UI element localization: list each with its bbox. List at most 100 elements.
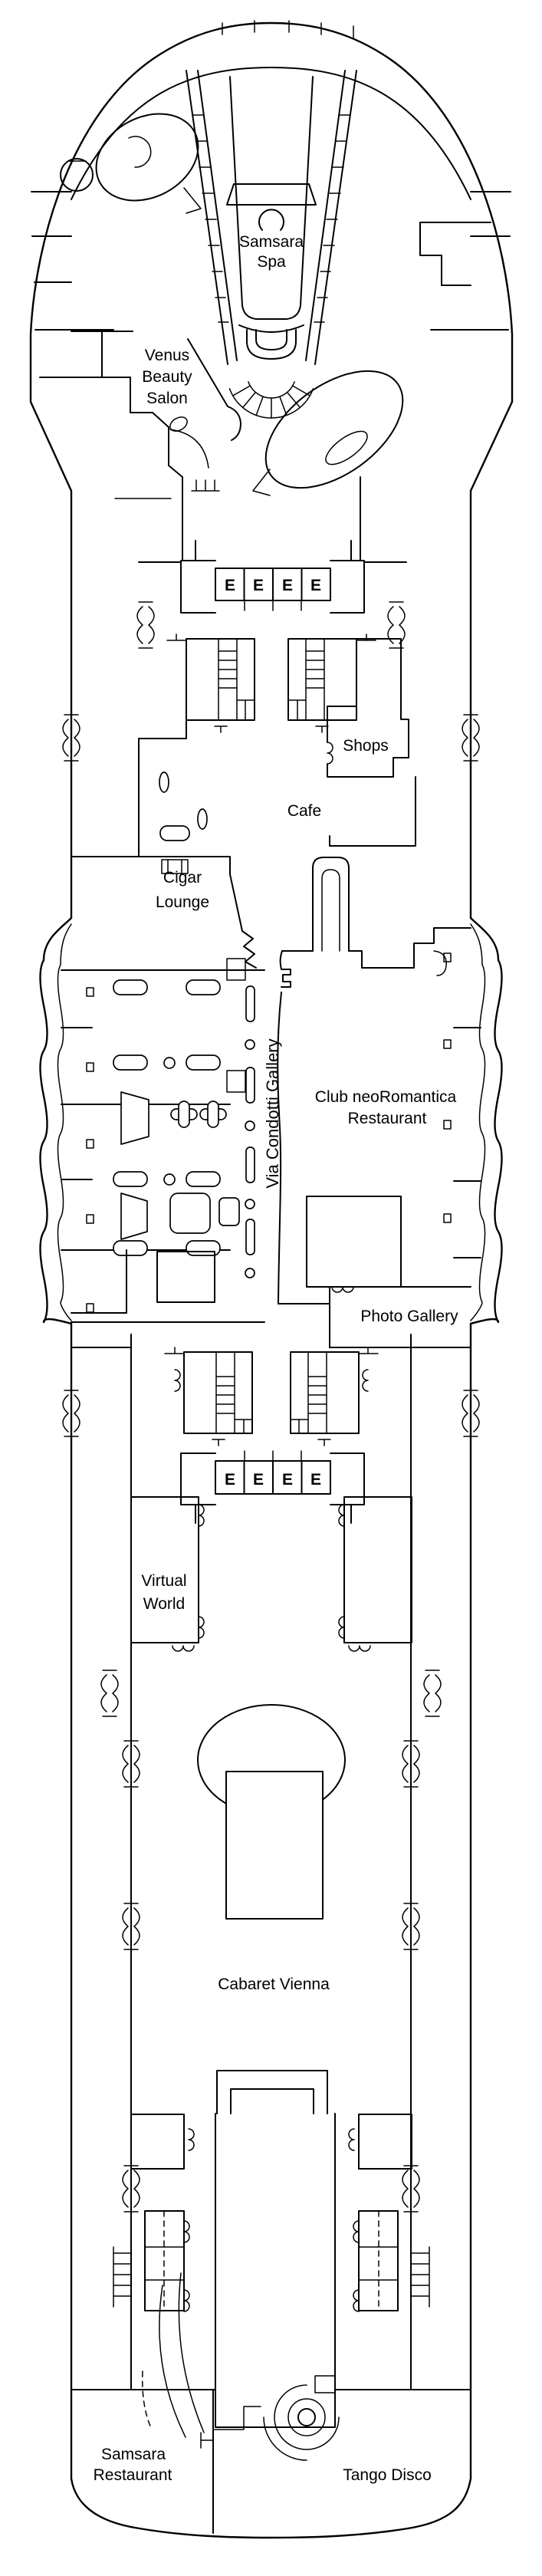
display-round [245,1120,255,1131]
stair-tower [290,1351,360,1434]
stair-ticks [315,633,376,733]
stair-internals [215,1351,253,1434]
stage-house [215,2113,336,2428]
elevator-letter: E [282,1471,293,1489]
elevator-dividers [243,568,303,601]
spiral-landing [314,2375,336,2393]
photo-walls [71,1249,471,1348]
mirror-room [343,1496,412,1643]
display-case [245,1147,255,1183]
spa-stair-band-left [186,70,238,365]
stair-internals [287,638,325,721]
spa-canopy [226,183,317,206]
door-jamb [86,1303,94,1313]
label-venus-line2: Beauty [142,368,192,386]
curtain-doors [62,601,480,2212]
hull-right-upper [469,333,514,920]
label-club-line1: Club neoRomantica [315,1088,457,1106]
section-dividers-left [61,969,265,1323]
display-case [245,985,255,1022]
elevator-letter: E [225,1471,235,1489]
spiral-stair-core [297,2408,316,2426]
table-square [169,1193,211,1234]
via-condotti-gallery-area [61,958,481,1323]
label-cabaret-vienna: Cabaret Vienna [218,1976,330,1993]
bench [113,979,148,995]
club-bottom-walls [278,1286,471,1348]
stern-walls [71,2389,471,2534]
elevator-letter: E [310,1471,321,1489]
label-cigar-line1: Cigar [163,869,202,887]
cafe-bar-outer [312,857,350,952]
cigar-right-wall [229,856,257,969]
label-club-line2: Restaurant [348,1110,427,1127]
label-cigar-line2: Lounge [156,893,209,911]
display-round [245,1268,255,1278]
elevator-bank-forward [138,540,407,614]
stair-towers-forward [166,633,376,733]
photo-gallery-area [71,1249,471,1348]
stern-area [71,2272,471,2534]
spa-horseshoe-stair [246,329,297,360]
cafe-bar-inner [321,869,340,952]
label-samsara-restaurant-line2: Restaurant [94,2466,172,2484]
queue-curve-dashed [142,2370,153,2430]
door-scallop [188,2128,195,2151]
settee [120,1091,149,1145]
door-jamb [86,987,94,997]
door-scallop [172,1645,195,1652]
door-scallop [331,1286,354,1293]
label-venus-line1: Venus [145,347,189,364]
service-ladder [113,2246,132,2308]
elevator-bank-mid [180,1450,365,1524]
table-small [218,1197,240,1226]
label-tango-disco: Tango Disco [343,2466,432,2484]
venus-beauty-salon-area [71,331,361,561]
label-venus-line3: Salon [146,390,188,407]
spa-stair-band-right [305,70,357,365]
stair-tower [186,638,255,721]
door-jamb [443,1213,452,1223]
spa-swirl-lounger-right [264,370,404,489]
stair-internals [218,638,255,721]
spa-swirl-inner-oval [325,430,368,466]
elevator-letter: E [253,1471,264,1489]
label-shops: Shops [343,737,389,755]
mid-room [156,1251,215,1303]
hull-left-upper [29,333,73,920]
backstage-room [130,2114,185,2170]
spiral-stair-arc [263,2416,307,2461]
club-top-walls [281,927,471,969]
elevator-letter: E [253,577,264,594]
backstage-room [358,2114,412,2170]
service-ladder [411,2246,430,2308]
elevator-flank-left [138,540,216,614]
bench [186,1054,221,1071]
elevator-door-ticks [244,600,302,611]
queue-curve [159,2285,186,2438]
spa-swirl-curl-left [128,136,152,168]
spa-tub [60,158,94,192]
door-scallop [183,2220,190,2243]
labels: Samsara Spa Venus Beauty Salon E E E E S… [94,233,458,2484]
door-scallop [338,1504,345,1527]
door-jamb [86,1214,94,1224]
door-scallop [198,1616,205,1639]
lounge-table [159,825,190,841]
lounge-seat [159,771,169,793]
stair-internals [290,1351,327,1434]
entry-steps [200,2406,261,2449]
bow-deck-stripes [31,67,511,378]
label-samsara-spa-line2: Spa [257,253,286,271]
curtain-door [100,1670,119,1717]
table-round [163,1173,176,1186]
spiral-stair-arc [274,2384,340,2450]
bench [113,1054,148,1071]
spa-chamber [229,76,314,320]
table-plus [207,1100,219,1128]
spa-swirl-tail-right [252,469,271,496]
door-scallop [174,1369,181,1392]
spa-symbol-circle [258,209,284,231]
cabaret-vienna-area [113,1704,430,2428]
